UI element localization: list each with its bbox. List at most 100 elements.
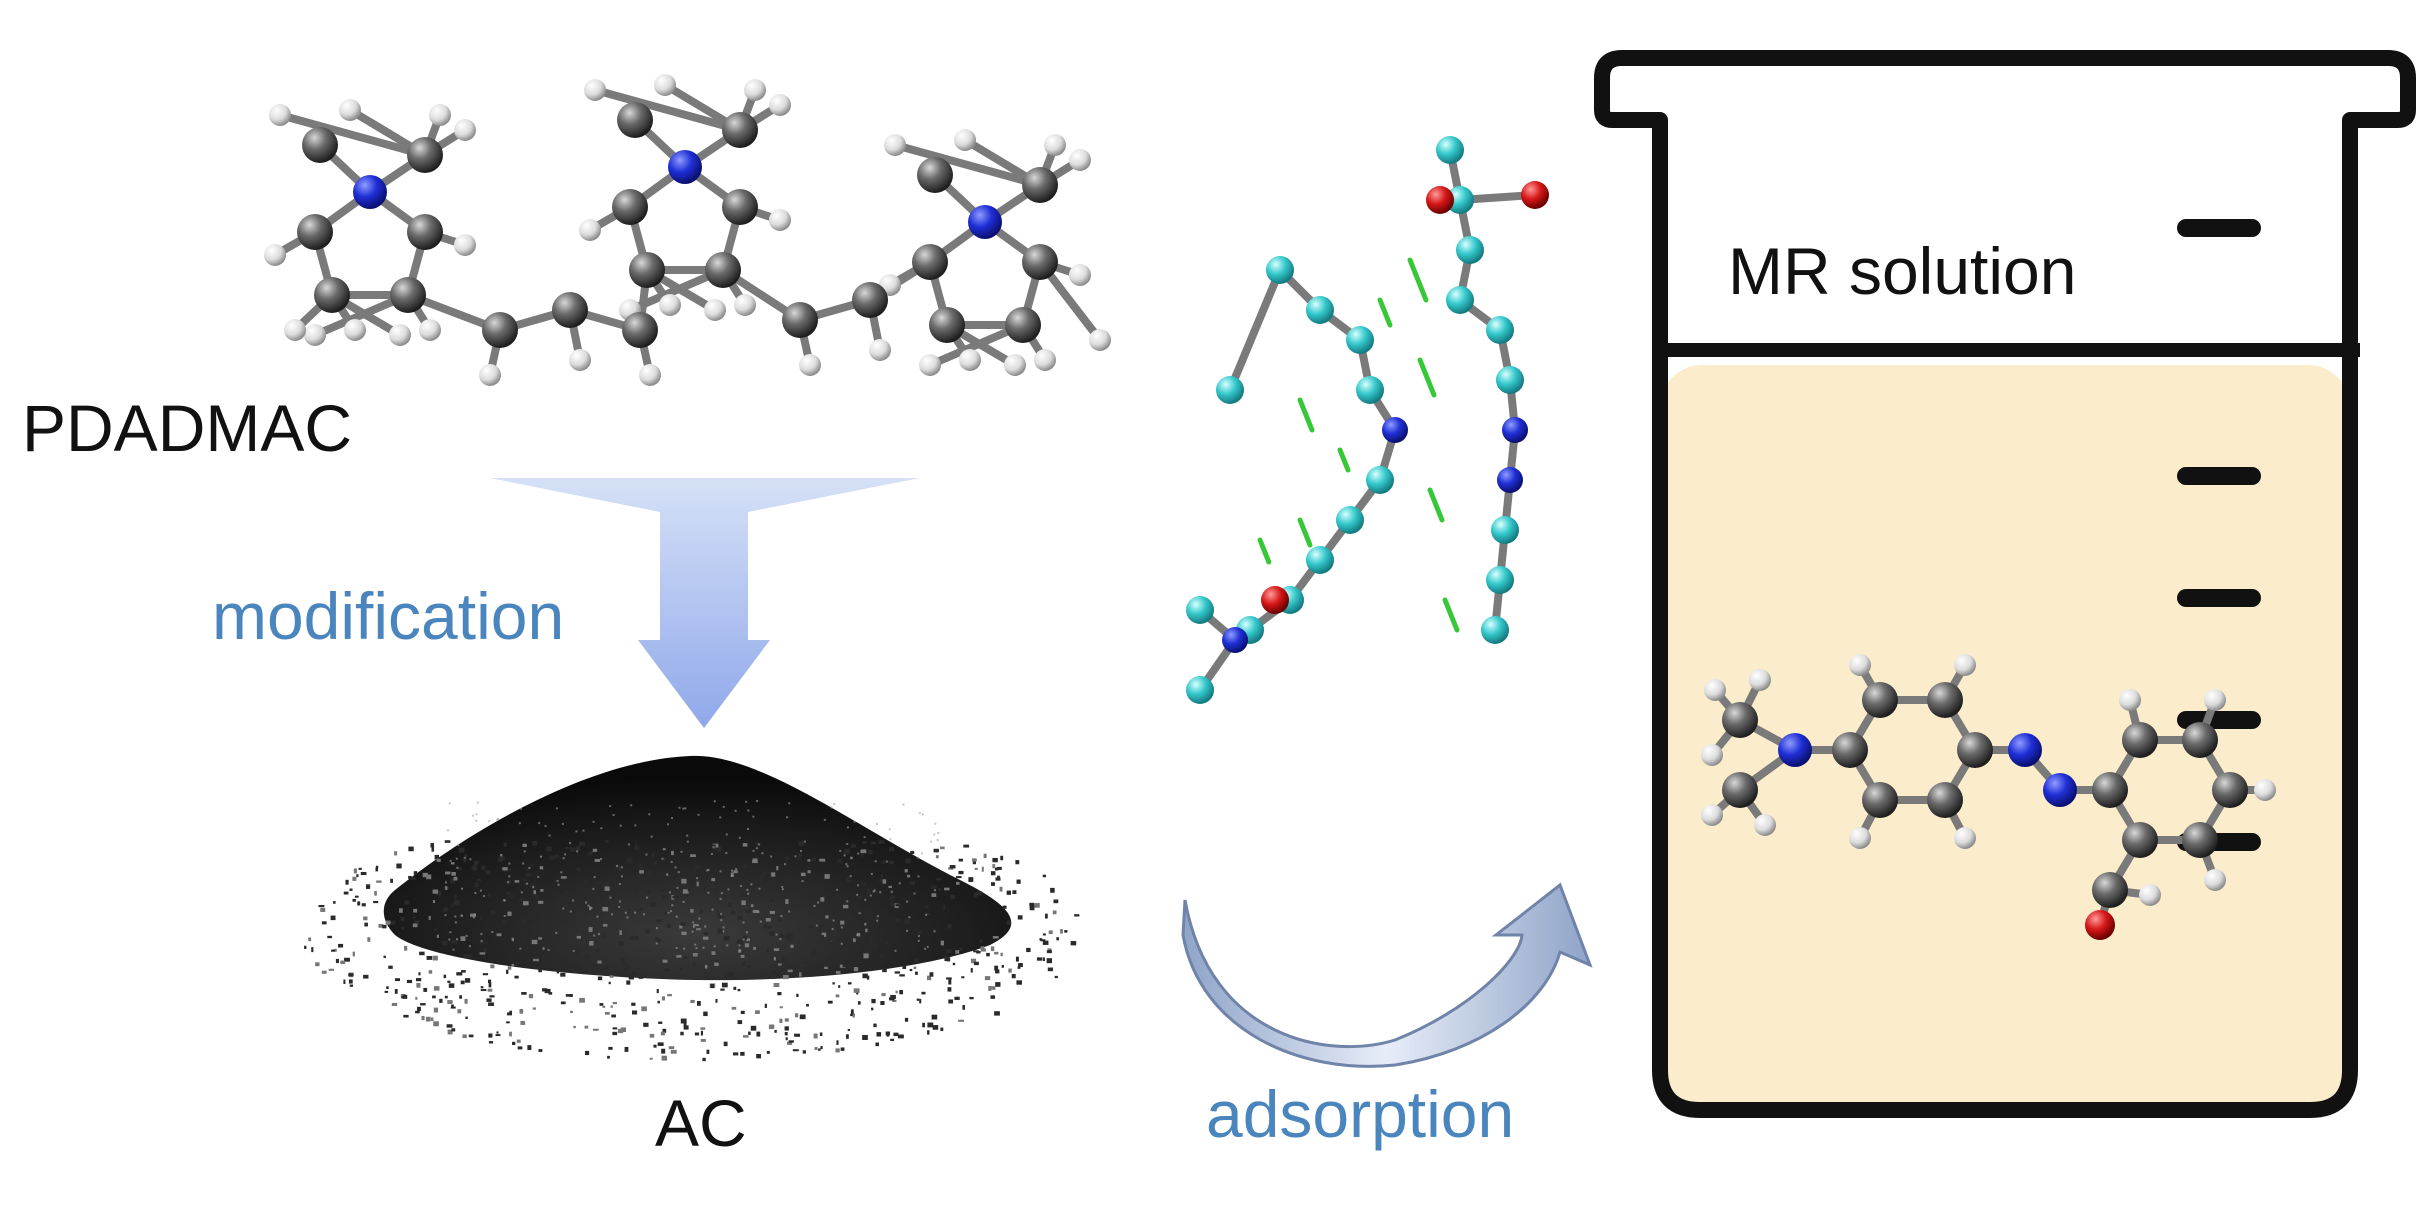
carbon-grain	[931, 885, 937, 889]
carbon-grain	[433, 986, 440, 991]
carbon-grain	[958, 858, 963, 862]
carbon-grain	[646, 870, 653, 876]
activated-carbon-powder-icon	[304, 755, 1080, 1062]
atom	[917, 157, 953, 193]
carbon-grain	[931, 1014, 938, 1020]
carbon-grain	[482, 973, 489, 976]
carbon-grain	[724, 973, 728, 978]
carbon-grain	[914, 958, 919, 964]
carbon-grain	[908, 916, 911, 919]
carbon-grain	[590, 851, 594, 854]
methyl-red-molecule-icon	[1701, 654, 2276, 940]
carbon-grain	[628, 976, 634, 980]
carbon-grain	[528, 994, 534, 999]
atom	[852, 282, 888, 318]
carbon-grain	[390, 921, 396, 925]
carbon-grain	[913, 892, 916, 895]
atom	[1346, 326, 1374, 354]
carbon-grain	[781, 885, 784, 888]
carbon-grain	[983, 853, 987, 859]
carbon-grain	[703, 932, 709, 936]
atom	[344, 319, 366, 341]
carbon-grain	[774, 1029, 777, 1033]
atom	[1849, 654, 1871, 676]
carbon-grain	[788, 910, 791, 913]
carbon-grain	[852, 1014, 855, 1018]
carbon-grain	[363, 974, 369, 979]
carbon-grain	[436, 934, 439, 938]
atom	[1862, 682, 1898, 718]
carbon-grain	[955, 876, 962, 879]
carbon-grain	[690, 999, 695, 1004]
carbon-grain	[450, 878, 455, 883]
carbon-grain	[937, 832, 940, 835]
carbon-grain	[847, 962, 852, 967]
carbon-grain	[680, 967, 683, 971]
carbon-grain	[836, 888, 839, 891]
carbon-grain	[999, 886, 1003, 892]
carbon-grain	[474, 882, 479, 888]
carbon-grain	[794, 1033, 801, 1037]
carbon-grain	[1006, 890, 1011, 895]
atom	[429, 104, 451, 126]
carbon-grain	[917, 939, 920, 942]
atom	[264, 244, 286, 266]
carbon-grain	[809, 886, 815, 890]
carbon-grain	[906, 900, 909, 903]
carbon-grain	[488, 1033, 493, 1038]
carbon-grain	[788, 1040, 794, 1043]
atom	[1022, 244, 1058, 280]
carbon-grain	[706, 869, 709, 872]
carbon-grain	[626, 857, 633, 863]
carbon-grain	[670, 860, 673, 863]
carbon-grain	[497, 817, 500, 820]
carbon-grain	[711, 877, 716, 882]
carbon-grain	[597, 976, 603, 981]
carbon-grain	[607, 1055, 610, 1059]
carbon-grain	[519, 1008, 524, 1014]
carbon-grain	[976, 891, 983, 896]
carbon-grain	[917, 930, 923, 935]
carbon-grain	[950, 894, 956, 900]
carbon-grain	[925, 912, 930, 916]
carbon-grain	[655, 937, 659, 940]
carbon-grain	[849, 875, 852, 878]
carbon-grain	[650, 902, 656, 908]
carbon-grain	[740, 954, 745, 958]
carbon-grain	[864, 922, 867, 926]
carbon-grain	[750, 887, 755, 892]
carbon-grain	[431, 846, 435, 852]
carbon-grain	[479, 889, 482, 892]
carbon-grain	[523, 882, 529, 886]
carbon-grain	[587, 852, 593, 856]
atom	[912, 244, 948, 280]
carbon-grain	[682, 900, 685, 903]
carbon-grain	[576, 846, 581, 851]
carbon-grain	[612, 1027, 618, 1030]
carbon-grain	[594, 858, 601, 862]
carbon-grain	[750, 1025, 757, 1031]
atom	[2204, 689, 2226, 711]
carbon-grain	[663, 968, 670, 972]
carbon-grain	[502, 899, 505, 902]
carbon-grain	[746, 938, 750, 942]
carbon-grain	[451, 939, 458, 944]
carbon-grain	[428, 915, 431, 920]
carbon-grain	[1000, 952, 1003, 957]
carbon-grain	[895, 990, 898, 994]
atom	[302, 127, 338, 163]
carbon-grain	[818, 1048, 821, 1051]
carbon-grain	[509, 1010, 513, 1014]
carbon-grain	[516, 1039, 521, 1043]
carbon-grain	[1015, 860, 1020, 865]
carbon-grain	[507, 1012, 512, 1016]
carbon-grain	[348, 979, 353, 984]
carbon-grain	[693, 924, 699, 927]
atom	[2043, 773, 2077, 807]
carbon-grain	[968, 877, 974, 882]
carbon-grain	[472, 865, 477, 868]
carbon-grain	[954, 996, 960, 1000]
carbon-grain	[979, 940, 983, 944]
carbon-grain	[463, 858, 467, 863]
carbon-grain	[784, 1026, 789, 1031]
